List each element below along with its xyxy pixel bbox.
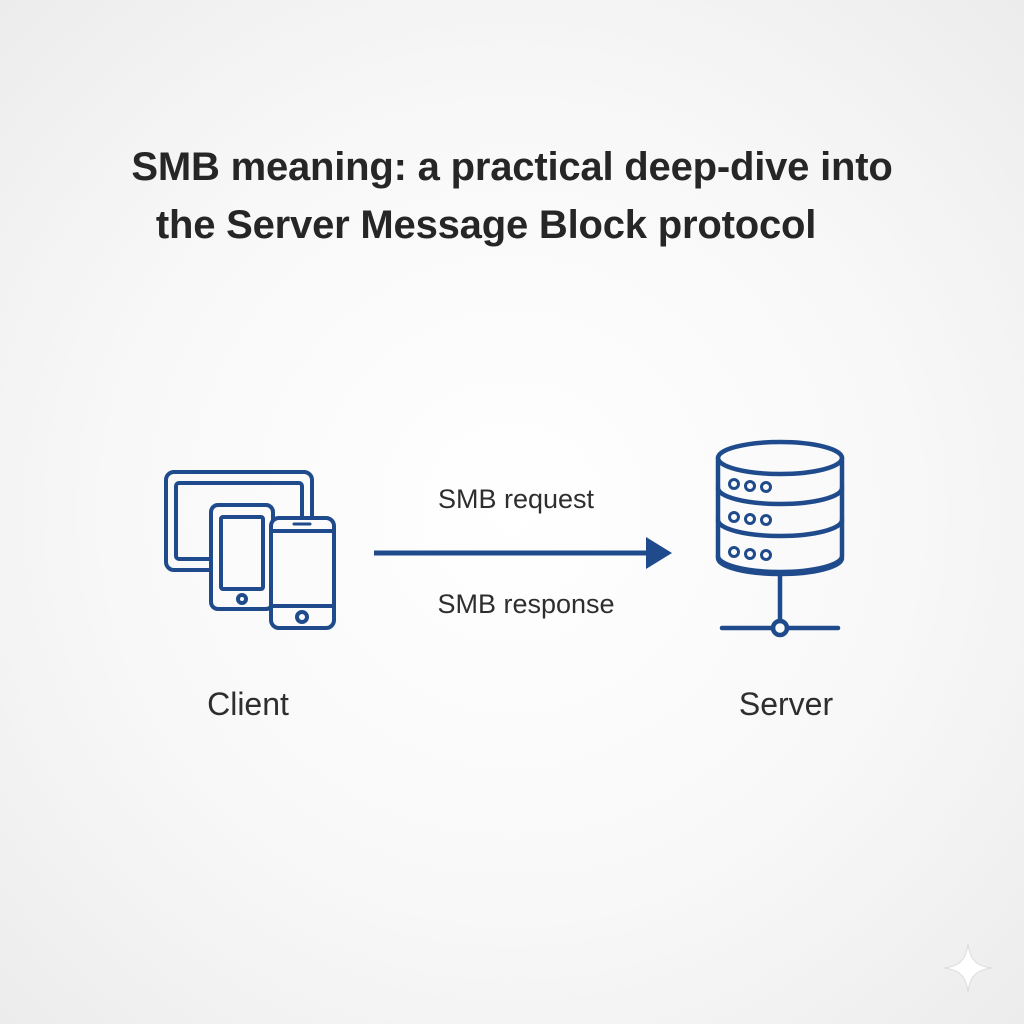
arrow-head [646,537,672,569]
db-tier-1 [715,455,845,507]
db-dot [744,480,756,492]
tablet-screen [219,515,265,591]
smb-response-label: SMB response [437,589,615,619]
db-top [715,439,845,477]
db-dot [728,546,740,558]
db-dot [744,548,756,560]
arrow-right-icon [374,537,672,569]
client-label: Client [207,686,289,722]
db-dot [744,513,756,525]
phone-button [295,610,309,624]
title-line-2: the Server Message Block protocol [155,203,817,247]
db-bottom [715,553,845,577]
server-label: Server [738,686,834,722]
title-line-1: SMB meaning: a practical deep-dive into [131,145,893,189]
database-server-icon [715,439,845,638]
db-tier-3 [715,517,845,575]
db-dot [760,481,772,493]
page-title: SMB meaning: a practical deep-dive into … [0,138,1024,254]
db-dot [760,549,772,561]
db-dot [728,478,740,490]
phone-outline [269,516,336,630]
sparkle-icon [943,943,993,993]
smb-request-label: SMB request [437,484,595,514]
tablet-button [236,593,248,605]
db-dot [760,514,772,526]
db-dot [728,511,740,523]
db-tier-2 [715,485,845,539]
devices-icon [164,470,336,630]
